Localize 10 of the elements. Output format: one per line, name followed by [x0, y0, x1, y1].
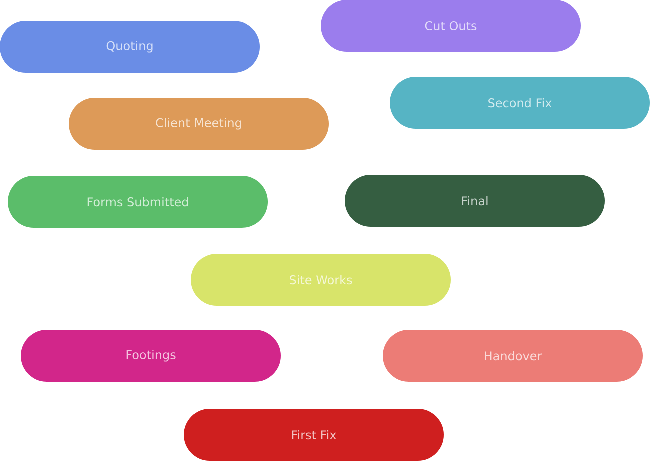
stage-pill: Forms Submitted	[8, 176, 268, 228]
stage-pill: Handover	[383, 330, 643, 382]
stage-pill: First Fix	[184, 409, 444, 461]
stage-pill: Cut Outs	[321, 0, 581, 52]
stage-pill: Quoting	[0, 21, 260, 73]
stage-pill: Site Works	[191, 254, 451, 306]
stage-pill: Second Fix	[390, 77, 650, 129]
stage-pill: Final	[345, 175, 605, 227]
stage-pill: Footings	[21, 330, 281, 382]
stage-pill: Client Meeting	[69, 98, 329, 150]
